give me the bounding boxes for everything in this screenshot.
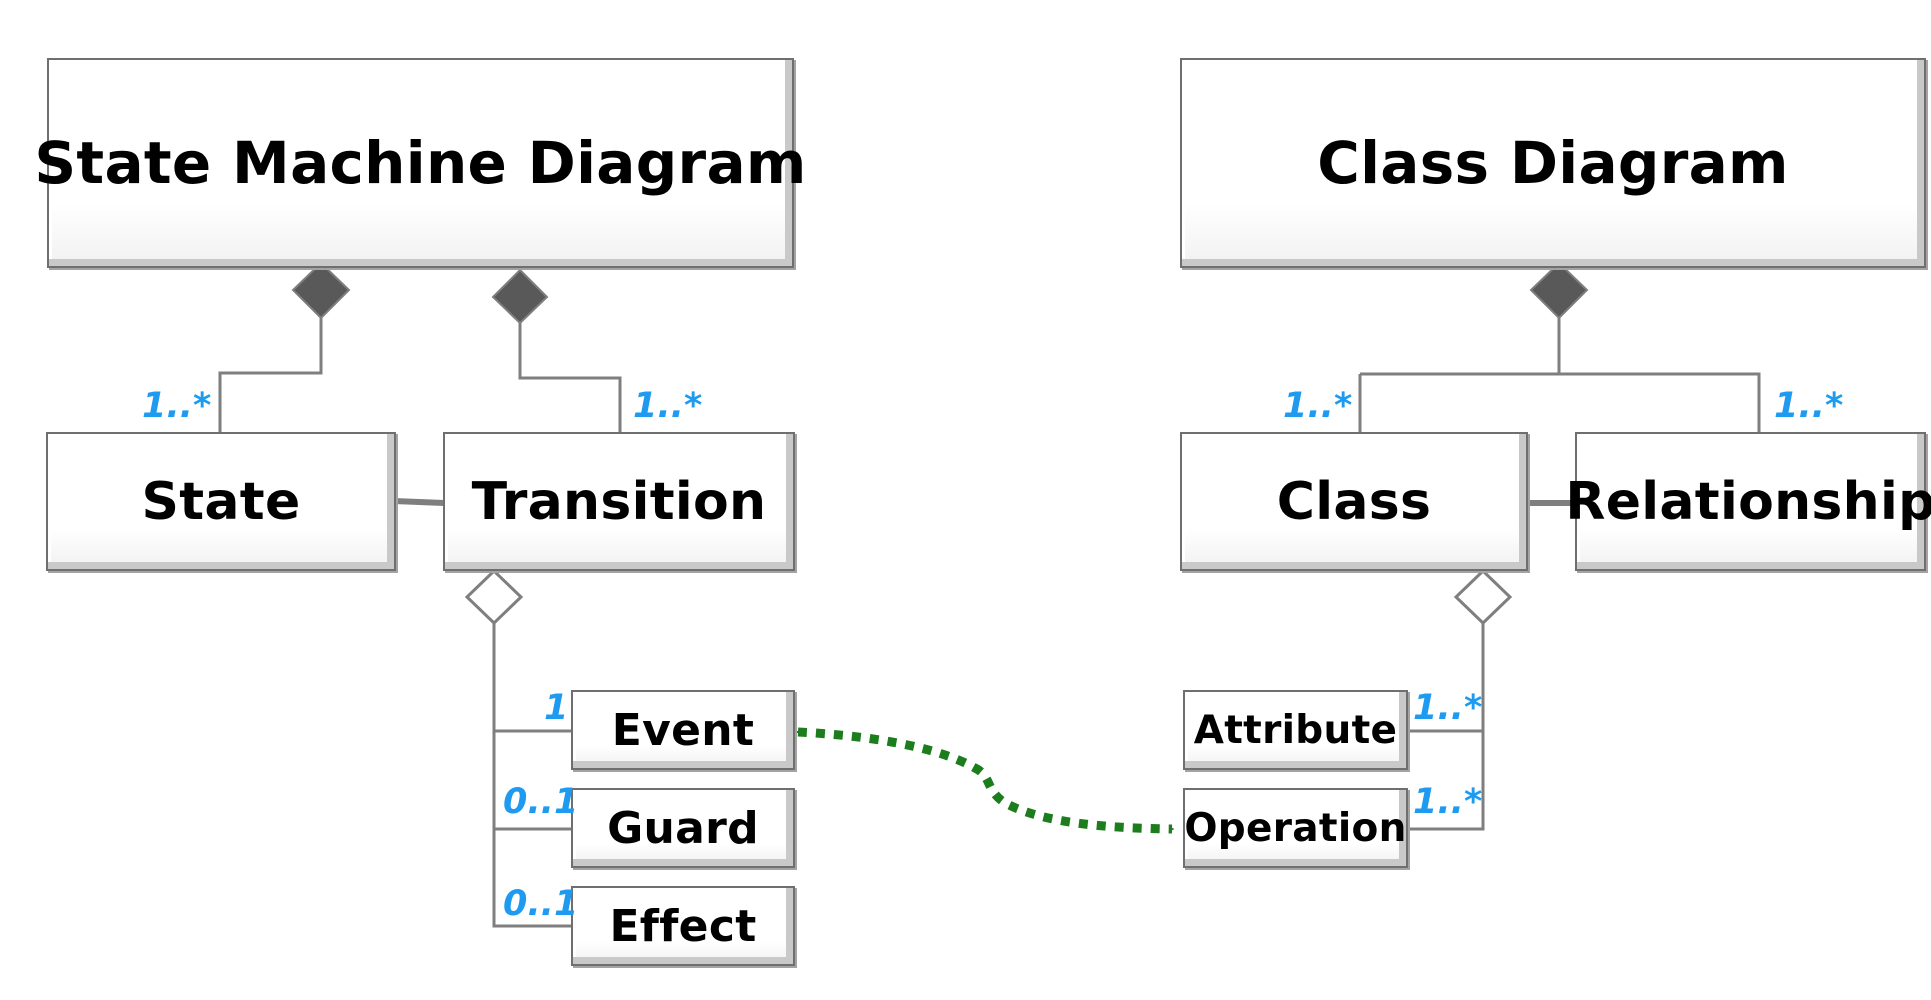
event-multiplicity: 1 (544, 688, 569, 728)
state-multiplicity: 1..* (142, 386, 212, 426)
guard-box: Guard (571, 788, 795, 868)
cd-composition-branch (1360, 372, 1761, 432)
composition-diamond-icon (291, 261, 351, 320)
class-diagram-box: Class Diagram (1180, 58, 1926, 268)
operation-box: Operation (1183, 788, 1408, 868)
guard-multiplicity: 0..1 (503, 782, 579, 822)
event-box: Event (571, 690, 795, 770)
class-multiplicity: 1..* (1283, 386, 1353, 426)
state-transition-association (393, 498, 445, 506)
transition-box: Transition (443, 432, 795, 571)
attribute-box: Attribute (1183, 690, 1408, 770)
attribute-multiplicity: 1..* (1413, 688, 1483, 728)
class-aggregation-line (1406, 623, 1485, 831)
state-box: State (46, 432, 396, 571)
effect-multiplicity: 0..1 (503, 884, 579, 924)
relationship-multiplicity: 1..* (1774, 386, 1844, 426)
composition-diamond-icon (1529, 261, 1589, 320)
composition-diamond-icon (491, 268, 549, 325)
transition-multiplicity: 1..* (633, 386, 703, 426)
event-operation-trace-arrow (795, 727, 1175, 834)
operation-multiplicity: 1..* (1413, 782, 1483, 822)
transition-aggregation-line (492, 623, 572, 928)
sm-to-transition-line (518, 323, 622, 432)
effect-box: Effect (571, 886, 795, 966)
relationship-box: Relationship (1565, 432, 1931, 571)
class-box: Class (1180, 432, 1528, 571)
aggregation-diamond-icon (1453, 568, 1513, 626)
aggregation-diamond-icon (464, 568, 524, 626)
state-machine-diagram-box: State Machine Diagram (34, 58, 806, 268)
sm-to-state-line (218, 318, 323, 432)
